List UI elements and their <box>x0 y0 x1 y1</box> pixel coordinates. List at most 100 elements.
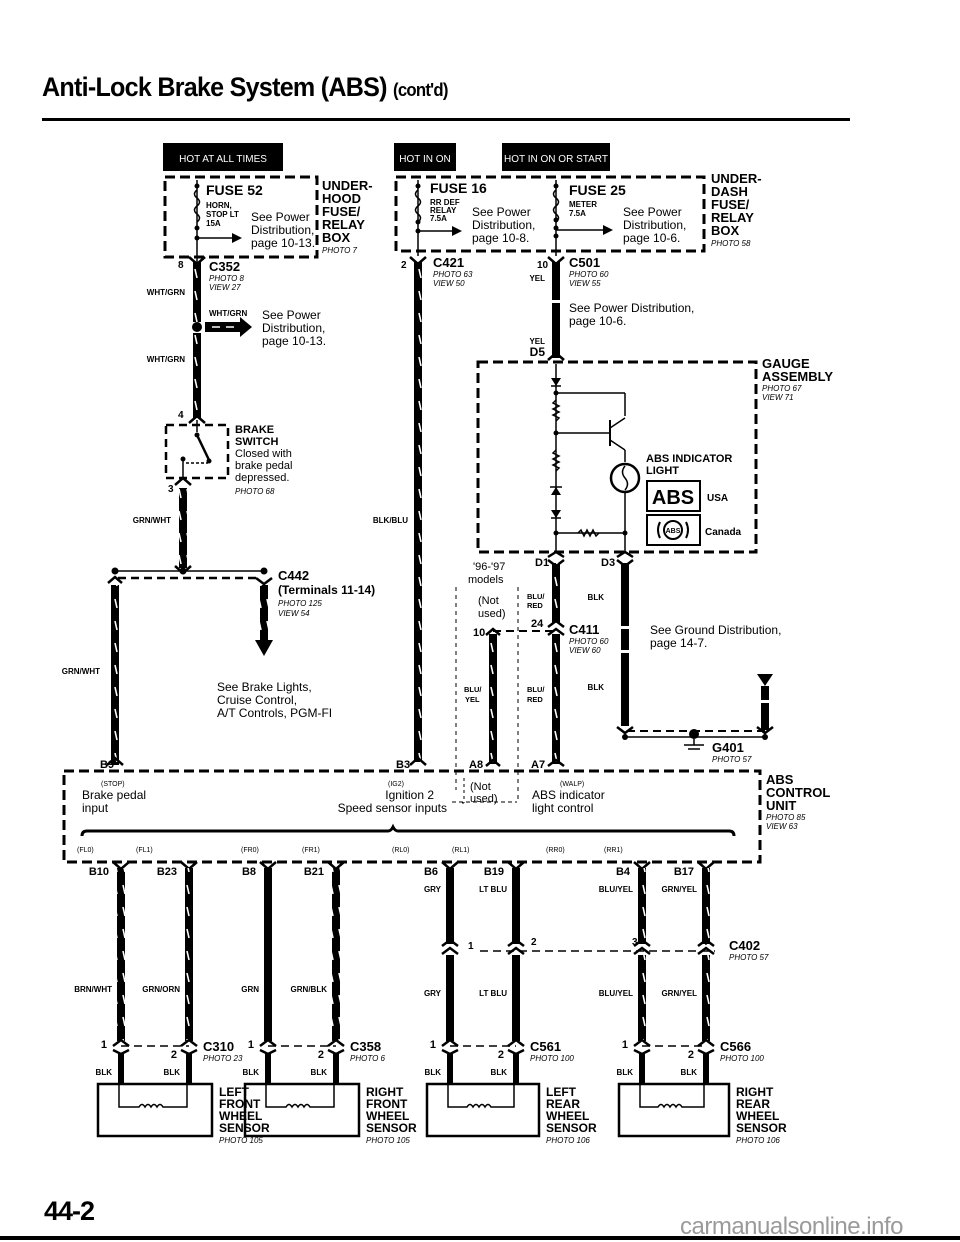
sensor-coil-icon <box>265 1084 335 1109</box>
sensor-label: LEFT <box>219 1085 250 1099</box>
fuse-label: FUSE 25 <box>569 182 626 198</box>
box-label: GAUGE <box>762 356 810 371</box>
gauge-assembly: ABS ABS <box>476 360 758 559</box>
title-suffix: (cont'd) <box>392 80 448 100</box>
pin-function-desc: ABS indicator <box>532 788 605 802</box>
pin-label: B19 <box>484 866 504 878</box>
arrow-right-icon <box>452 226 462 236</box>
sensor-wiring: B10BRN/WHTBLKB23GRN/ORNBLKB8GRNBLKB21GRN… <box>74 861 787 1145</box>
power-ref: page 10-6. <box>569 314 626 328</box>
photo-ref: PHOTO 60 <box>569 637 609 646</box>
photo-ref: PHOTO 57 <box>712 755 752 764</box>
sensor-label: SENSOR <box>366 1121 417 1135</box>
wire-color-label: LT BLU <box>479 885 507 894</box>
pin-label: 2 <box>171 1049 177 1061</box>
component-desc: depressed. <box>235 472 289 484</box>
connector-label: C358 <box>350 1039 381 1054</box>
wire-color-label: BLK <box>491 1068 508 1077</box>
box-label: ASSEMBLY <box>762 369 833 384</box>
connector-label: C411 <box>569 622 599 637</box>
sensor-label: LEFT <box>546 1085 577 1099</box>
photo-ref: PHOTO 67 <box>762 384 802 393</box>
badge-text: HOT IN ON <box>399 154 450 165</box>
pin-label: 8 <box>178 260 184 271</box>
component-label: BRAKE <box>235 424 274 436</box>
wire-color-label: RED <box>527 601 543 610</box>
pin-label: 2 <box>688 1049 694 1061</box>
diode-icon <box>551 510 561 518</box>
resistor-icon <box>551 399 561 422</box>
power-ref: See Power <box>472 205 531 219</box>
photo-ref: PHOTO 106 <box>546 1136 590 1145</box>
pin-label: B3 <box>396 759 410 771</box>
pin-label: 2 <box>498 1049 504 1061</box>
wire-color-label: BLK/BLU <box>373 516 408 525</box>
pin-label: 10 <box>473 627 485 639</box>
sensor-tag: (FL0) <box>77 847 94 854</box>
arrow-right-icon <box>232 233 242 243</box>
power-ref: page 10-13. <box>262 334 326 348</box>
photo-ref: PHOTO 68 <box>235 487 275 496</box>
wire-color-label: BLU/ <box>464 685 482 694</box>
sensor-coil-icon <box>447 1084 515 1109</box>
wire-color-label: GRN/WHT <box>62 667 100 676</box>
connector-label: C310 <box>203 1039 234 1054</box>
arrow-down-icon <box>255 640 273 656</box>
fuse-label: FUSE 52 <box>206 182 263 198</box>
wire-color-label: BLK <box>311 1068 328 1077</box>
sensor-tag: (FR1) <box>302 847 320 854</box>
pin-function-tag: (WALP) <box>560 781 584 788</box>
component-desc: Closed with <box>235 448 292 460</box>
bottom-rule <box>0 1236 960 1240</box>
component-label: SWITCH <box>235 436 278 448</box>
badge-hot-at-all-times: HOT AT ALL TIMES <box>163 143 283 171</box>
wire-color-label: GRN/BLK <box>291 985 328 994</box>
photo-ref: PHOTO 58 <box>711 239 751 248</box>
brake-switch <box>164 414 230 575</box>
view-ref: VIEW 54 <box>278 609 310 618</box>
box-label: UNDER- <box>322 178 373 193</box>
connector-desc: (Terminals 11-14) <box>278 583 375 597</box>
fuse-25-symbol <box>552 189 560 223</box>
sensor-label: REAR <box>546 1097 580 1111</box>
wire-color-label: GRN/YEL <box>661 885 697 894</box>
wire-color-label: YEL <box>529 274 545 283</box>
fuse-desc: STOP LT <box>206 210 239 219</box>
box-label: BOX <box>322 230 351 245</box>
pin-label: 1 <box>430 1039 436 1051</box>
switch-contact <box>195 434 211 461</box>
power-ref: Distribution, <box>251 223 314 237</box>
pin-label: 10 <box>537 260 549 271</box>
sensor-label: SENSOR <box>546 1121 597 1135</box>
view-ref: VIEW 27 <box>209 283 241 292</box>
view-ref: VIEW 63 <box>766 822 798 831</box>
pin-label: 1 <box>468 941 474 952</box>
wire-color-label: BLK <box>681 1068 698 1077</box>
pin-function-desc: Brake pedal <box>82 788 146 802</box>
brake-ref: Cruise Control, <box>217 693 297 707</box>
title-text: Anti-Lock Brake System (ABS) <box>42 72 387 102</box>
pin-label: B23 <box>157 866 177 878</box>
wire-color-label: YEL <box>529 337 545 346</box>
underdash-fuse-box: FUSE 16 RR DEF RELAY 7.5A See Power Dist… <box>394 171 762 256</box>
connector-label: C566 <box>720 1039 751 1054</box>
sensor-housing <box>243 1082 361 1138</box>
ground-ref: See Ground Distribution, <box>650 623 781 637</box>
sensor-housing <box>96 1082 214 1138</box>
wire-wht-grn <box>188 256 252 418</box>
badge-text: HOT IN ON OR START <box>504 154 608 165</box>
fuse-52-symbol <box>193 189 201 223</box>
pin-label: D1 <box>535 557 549 569</box>
connector-label: C561 <box>530 1039 561 1054</box>
connector-label: C442 <box>278 568 309 583</box>
wire-blk-ground <box>616 559 774 750</box>
pin-label: 4 <box>178 410 184 421</box>
box-label: FUSE/ <box>322 204 361 219</box>
pin-label: D5 <box>530 345 546 359</box>
